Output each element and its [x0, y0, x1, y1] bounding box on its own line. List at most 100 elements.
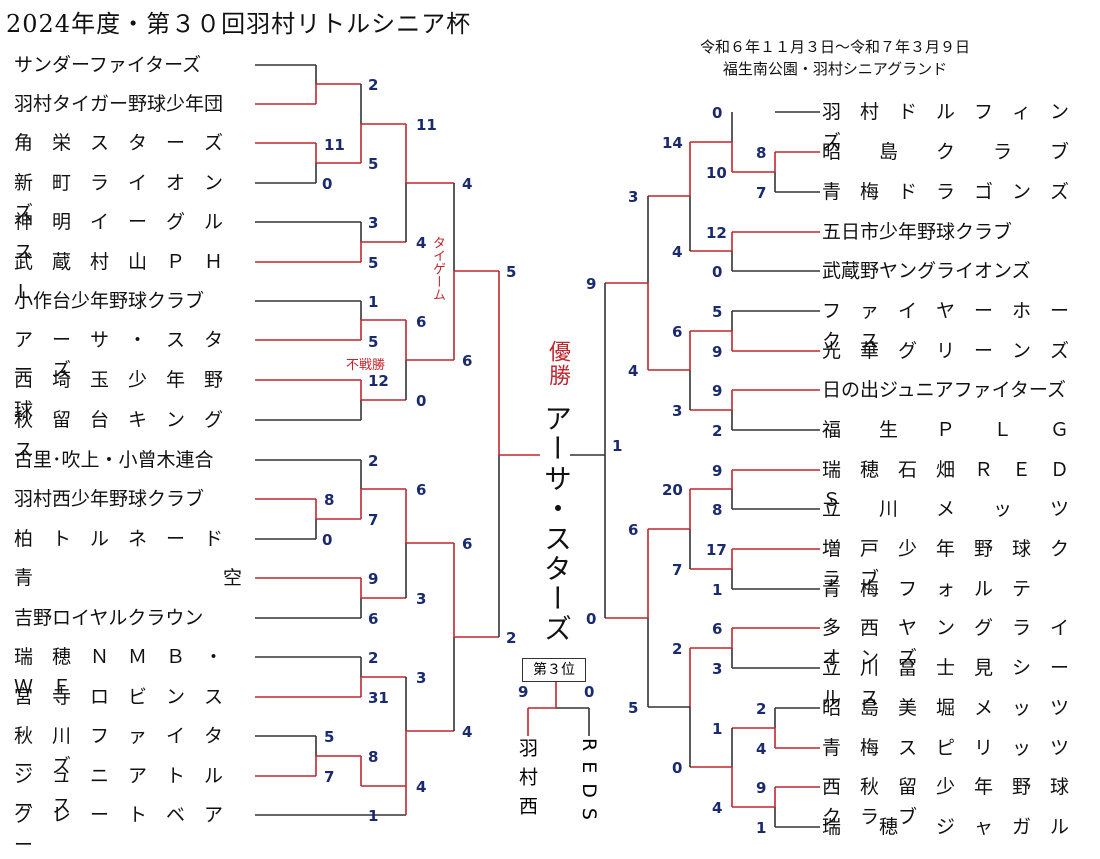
score: 4: [416, 234, 427, 252]
score: 3: [368, 214, 379, 232]
team-name: 武 蔵 村 山 Ｐ Ｈ Ｌ: [14, 251, 243, 303]
score: 4: [628, 362, 639, 380]
score: 4: [712, 799, 723, 817]
team-name: 昭 島 美 堀 メ ッ ツ: [822, 697, 1070, 719]
score: 0: [672, 759, 683, 777]
score: 3: [712, 660, 723, 678]
score: 2: [506, 629, 517, 647]
team-name: 立 川 メ ッ ツ: [822, 498, 1070, 520]
team-name: 小作台少年野球クラブ: [14, 290, 205, 312]
score: 1: [712, 581, 723, 599]
score: 7: [672, 561, 683, 579]
champion-team: アーサ・スターズ: [540, 404, 573, 644]
score: 2: [368, 452, 379, 470]
team-name: 秋 留 台 キ ン グ ス: [14, 409, 243, 461]
third-place-team-right: REDS: [578, 738, 600, 830]
team-name: 角 栄 ス タ ー ズ: [14, 132, 224, 154]
score: 0: [322, 531, 333, 549]
team-name: ジ ュ ニ ア ト ル ー ス: [14, 765, 243, 817]
score: 9: [368, 570, 379, 588]
score: 5: [368, 155, 379, 173]
team-name: フ ァ イ ヤ ー ホ ー ク ス: [822, 300, 1089, 352]
score: 9: [756, 779, 767, 797]
team-name: 日の出ジュニアファイターズ: [822, 379, 1066, 401]
team-name: 青 空: [14, 567, 243, 589]
score: 7: [756, 184, 767, 202]
team-name: 福 生 Ｐ Ｌ Ｇ: [822, 419, 1070, 441]
score: 2: [712, 422, 723, 440]
score: 31: [368, 689, 389, 707]
score: 2: [672, 640, 683, 658]
score: 9: [586, 275, 597, 293]
score: 5: [712, 303, 723, 321]
team-name: 瑞 穂 Ｎ Ｍ Ｂ ・ Ｗ Ｆ: [14, 646, 243, 698]
champion-label: 優勝: [545, 340, 570, 388]
score: 1: [368, 293, 379, 311]
team-name: 立 川 冨 士 見 シ ー ル ス: [822, 657, 1089, 709]
team-name: 古里･吹上・小曾木連合: [14, 449, 214, 471]
team-name: 羽 村 ド ル フ ィ ン ズ: [822, 101, 1089, 153]
score: 3: [628, 188, 639, 206]
score: 1: [712, 720, 723, 738]
score: 9: [712, 343, 723, 361]
score: 0: [322, 175, 333, 193]
team-name: 増 戸 少 年 野 球 ク ラ ブ: [822, 538, 1089, 590]
score: 8: [368, 748, 379, 766]
third-place-label: 第３位: [522, 658, 586, 682]
third-place-team-left: 羽村西: [516, 738, 538, 825]
team-name: 武蔵野ヤングライオンズ: [822, 260, 1031, 282]
team-name: 西 秋 留 少 年 野 球 ク ラ ブ: [822, 776, 1089, 828]
score: 4: [756, 740, 767, 758]
score: 8: [712, 501, 723, 519]
score: 6: [462, 352, 473, 370]
score: 6: [712, 620, 723, 638]
forfeit-note: 不戦勝: [346, 358, 386, 373]
score: 20: [662, 481, 683, 499]
score: 1: [368, 807, 379, 825]
team-name: 西 埼 玉 少 年 野 球: [14, 369, 243, 421]
team-name: 羽村西少年野球クラブ: [14, 488, 205, 510]
score: 8: [756, 144, 767, 162]
team-name: 青 梅 ド ラ ゴ ン ズ: [822, 181, 1070, 203]
score: 3: [416, 669, 427, 687]
score: 4: [672, 243, 683, 261]
team-name: 五日市少年野球クラブ: [822, 221, 1013, 243]
score: 2: [368, 76, 379, 94]
score: 6: [416, 313, 427, 331]
team-name: 光 華 グ リ ー ン ズ: [822, 340, 1070, 362]
score: 1: [612, 437, 623, 455]
score: 4: [462, 723, 473, 741]
team-name: 宮 寺 ロ ビ ン ス: [14, 686, 224, 708]
team-name: 羽村タイガー野球少年団: [14, 93, 224, 115]
score: 6: [416, 481, 427, 499]
score: 9: [712, 462, 723, 480]
score: 3: [672, 402, 683, 420]
score: 0: [416, 392, 427, 410]
score: 12: [368, 372, 389, 390]
tournament-dates: 令和６年１１月３日～令和７年３月９日: [699, 38, 970, 56]
team-name: グ レ ー ト ベ ア ー: [14, 804, 243, 856]
team-name: サンダーファイターズ: [14, 54, 202, 76]
team-name: 神 明 イ ー グ ル ス: [14, 211, 243, 263]
score: 4: [462, 175, 473, 193]
score: 4: [416, 778, 427, 796]
team-name: 吉野ロイヤルクラウン: [14, 607, 204, 629]
score: 14: [662, 134, 683, 152]
score: 7: [324, 768, 335, 786]
score: 10: [706, 164, 727, 182]
score: 3: [416, 590, 427, 608]
score: 5: [368, 333, 379, 351]
score: 6: [462, 535, 473, 553]
score: 6: [628, 521, 639, 539]
team-name: 瑞 穂 ジ ャ ガ ル: [822, 816, 1070, 838]
score: 0: [712, 104, 723, 122]
third-place-score-right: 0: [584, 683, 595, 701]
score: 17: [706, 541, 727, 559]
team-name: 昭 島 ク ラ ブ: [822, 141, 1070, 163]
score: 9: [712, 382, 723, 400]
team-name: ア ー サ ・ ス タ ー ズ: [14, 329, 243, 381]
score: 6: [672, 323, 683, 341]
team-name: 新 町 ラ イ オ ン ズ: [14, 172, 243, 224]
score: 11: [324, 136, 345, 154]
